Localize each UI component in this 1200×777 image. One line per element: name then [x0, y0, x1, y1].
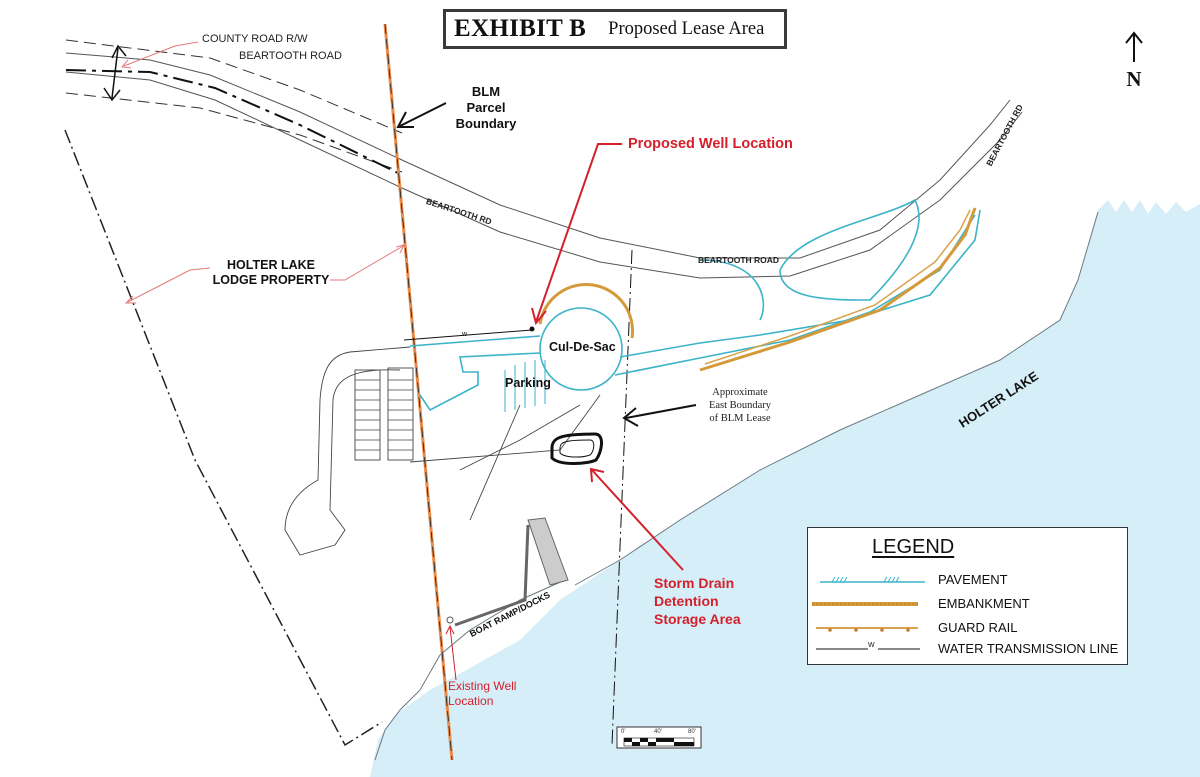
county-road-rw-label: COUNTY ROAD R/W: [202, 33, 308, 45]
legend-item-water-line: W WATER TRANSMISSION LINE: [808, 641, 1127, 661]
legend-item-pavement: PAVEMENT: [808, 572, 1127, 592]
scale-bar: [616, 726, 702, 749]
storm-detention-basin: [550, 432, 603, 465]
beartooth-road-label-top: BEARTOOTH ROAD: [239, 50, 342, 62]
beartooth-road-label-right: BEARTOOTH ROAD: [698, 255, 780, 265]
north-label: N: [1126, 67, 1142, 91]
legend-label-water-line: WATER TRANSMISSION LINE: [938, 641, 1119, 656]
legend-item-guard-rail: GUARD RAIL: [808, 620, 1127, 640]
storm-drain-label: Storm Drain Detention Storage Area: [654, 574, 741, 628]
legend-label-guard-rail: GUARD RAIL: [938, 620, 1018, 635]
lodge-property-boundary: [64, 129, 383, 747]
parking-label: Parking: [505, 376, 551, 390]
scale-tick-0: 0': [621, 729, 626, 735]
cul-de-sac-label: Cul-De-Sac: [549, 340, 616, 354]
north-arrow: N: [1120, 30, 1148, 92]
holter-lake-lodge-label: HOLTER LAKE LODGE PROPERTY: [212, 258, 330, 288]
svg-text:w: w: [461, 331, 468, 338]
legend: LEGEND PAVEMENT EMBANKMENT GUARD RAIL: [807, 527, 1128, 665]
holter-lodge-line1: HOLTER LAKE: [227, 258, 315, 272]
water-line-symbol-icon: [816, 648, 920, 650]
existing-well-line2: Location: [448, 694, 494, 708]
legend-item-embankment: EMBANKMENT: [808, 596, 1127, 616]
water-line-marker: W: [868, 642, 875, 649]
pavement-symbol-icon: [820, 576, 925, 583]
legend-label-embankment: EMBANKMENT: [938, 596, 1030, 611]
existing-well-label: Existing Well Location: [448, 679, 516, 709]
exhibit-subtitle: Proposed Lease Area: [608, 18, 765, 39]
blm-parcel-boundary-label: BLM Parcel Boundary: [455, 84, 517, 132]
storm-line1: Storm Drain: [654, 575, 735, 591]
storm-line3: Storage Area: [654, 611, 741, 627]
blm-label-line1: BLM: [471, 84, 501, 99]
legend-label-pavement: PAVEMENT: [938, 572, 1008, 587]
exhibit-title: EXHIBIT B: [454, 15, 587, 42]
blm-label-line2: Parcel: [466, 100, 506, 115]
holter-lodge-line2: LODGE PROPERTY: [212, 273, 330, 287]
storm-line2: Detention: [654, 593, 719, 609]
legend-title: LEGEND: [872, 536, 955, 558]
east-lease-boundary-line: [611, 249, 633, 746]
north-arrow-icon: [1125, 31, 1143, 62]
blm-label-line3: Boundary: [455, 116, 517, 131]
scale-tick-80: 80': [688, 729, 696, 735]
east-boundary-line3: of BLM Lease: [709, 413, 771, 424]
shoreline: [574, 211, 1099, 586]
scale-tick-40: 40': [654, 729, 662, 735]
row-dimension-arrow: [103, 44, 127, 102]
east-boundary-label: Approximate East Boundary of BLM Lease: [700, 386, 780, 425]
existing-well-line1: Existing Well: [448, 679, 517, 693]
exhibit-title-box: EXHIBIT B Proposed Lease Area: [443, 9, 787, 49]
proposed-well-label: Proposed Well Location: [628, 136, 793, 152]
embankment-symbol-icon: [812, 602, 918, 606]
east-boundary-line1: Approximate: [712, 387, 768, 398]
guard-rail-symbol-icon: [816, 627, 918, 632]
east-boundary-line2: East Boundary: [708, 400, 772, 411]
